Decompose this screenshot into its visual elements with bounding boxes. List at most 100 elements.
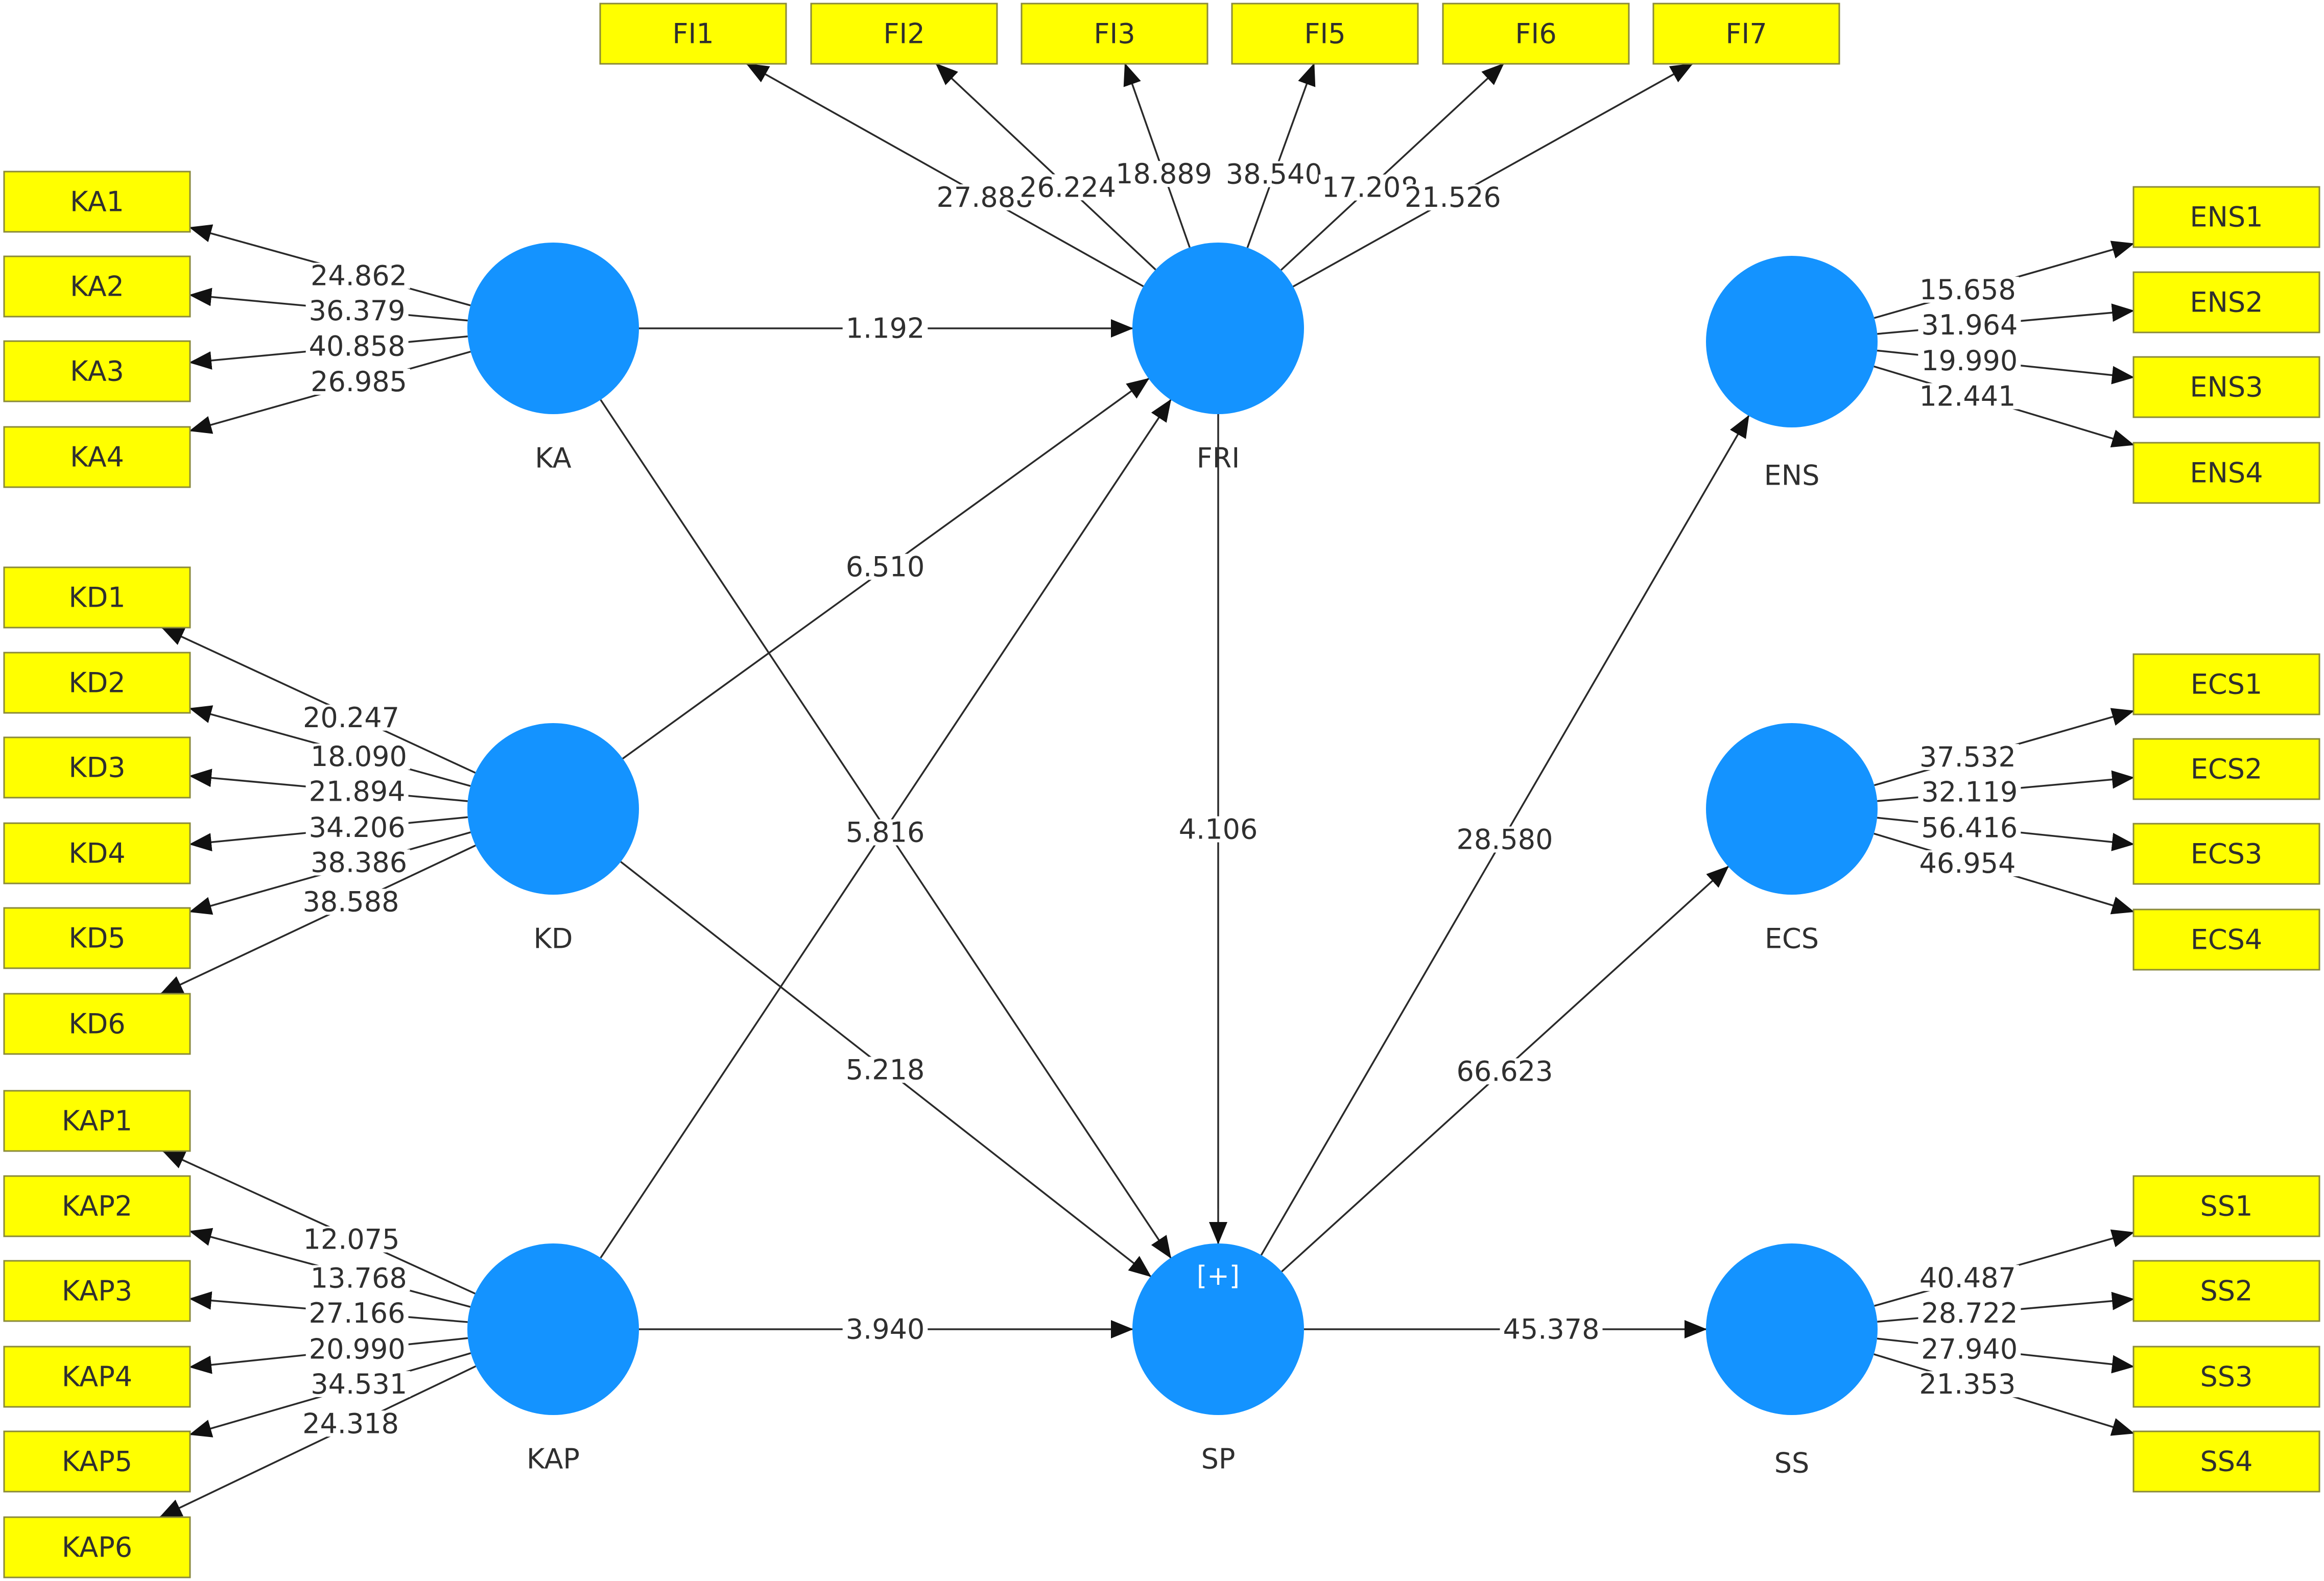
indicator-ecs2[interactable]: ECS2: [2132, 738, 2320, 800]
indicator-label: KD6: [68, 1008, 125, 1040]
indicator-ka4[interactable]: KA4: [3, 426, 191, 488]
indicator-label: KA1: [70, 186, 124, 218]
indicator-label: FI3: [1094, 18, 1135, 50]
indicator-kd2[interactable]: KD2: [3, 652, 191, 714]
indicator-fi6[interactable]: FI6: [1442, 3, 1630, 65]
indicator-label: KA2: [70, 271, 124, 303]
svg-text:15.658: 15.658: [1919, 274, 2016, 306]
svg-text:66.623: 66.623: [1457, 1056, 1553, 1088]
indicator-ka2[interactable]: KA2: [3, 255, 191, 318]
indicator-label: ENS3: [2190, 371, 2263, 403]
latent-ecs[interactable]: [1706, 723, 1878, 895]
weight-label-kd5: 38.386: [307, 846, 411, 878]
svg-text:28.580: 28.580: [1457, 824, 1553, 856]
weight-label-kd1: 20.247: [300, 702, 402, 734]
path-coefficient-ka-fri: 1.192: [842, 313, 928, 345]
indicator-label: KAP3: [62, 1275, 132, 1307]
latent-kd[interactable]: [467, 723, 639, 895]
indicator-label: KD5: [68, 922, 125, 954]
loading-edge-fi1: [746, 63, 1144, 288]
indicator-kd6[interactable]: KD6: [3, 993, 191, 1055]
indicator-kd5[interactable]: KD5: [3, 907, 191, 969]
svg-text:26.985: 26.985: [311, 366, 407, 398]
latent-sp[interactable]: [+]: [1132, 1243, 1304, 1415]
indicator-label: FI6: [1515, 18, 1556, 50]
weight-label-kap4: 20.990: [305, 1333, 409, 1365]
svg-text:36.379: 36.379: [309, 295, 406, 327]
indicator-kap4[interactable]: KAP4: [3, 1346, 191, 1408]
indicator-fi5[interactable]: FI5: [1231, 3, 1419, 65]
indicator-fi2[interactable]: FI2: [810, 3, 998, 65]
indicator-ss4[interactable]: SS4: [2132, 1430, 2320, 1493]
weight-label-ka1: 24.862: [307, 260, 410, 292]
weight-label-ka3: 40.858: [305, 330, 409, 363]
weight-label-kd6: 38.588: [299, 885, 402, 918]
loading-edge-kap1: [162, 1150, 476, 1295]
indicator-ens1[interactable]: ENS1: [2132, 186, 2320, 248]
weight-label-kap5: 34.531: [307, 1368, 411, 1400]
indicator-label: ECS2: [2191, 753, 2262, 785]
weight-label-fi7: 21.526: [1401, 181, 1504, 213]
svg-text:12.075: 12.075: [303, 1224, 400, 1256]
indicator-fi3[interactable]: FI3: [1021, 3, 1208, 65]
expand-badge[interactable]: [+]: [1197, 1261, 1240, 1291]
weight-label-ecs1: 37.532: [1916, 741, 2019, 773]
indicator-fi1[interactable]: FI1: [599, 3, 787, 65]
indicator-ens4[interactable]: ENS4: [2132, 442, 2320, 504]
svg-text:26.224: 26.224: [1019, 171, 1116, 203]
latent-ka[interactable]: [467, 243, 639, 414]
indicator-kap1[interactable]: KAP1: [3, 1090, 191, 1152]
latent-ss[interactable]: [1706, 1243, 1878, 1415]
latent-kap[interactable]: [467, 1243, 639, 1415]
svg-text:56.416: 56.416: [1921, 812, 2018, 844]
indicator-label: ENS1: [2190, 201, 2263, 233]
indicator-ss2[interactable]: SS2: [2132, 1260, 2320, 1322]
weight-label-ens4: 12.441: [1916, 380, 2019, 412]
svg-text:5.218: 5.218: [846, 1054, 925, 1086]
indicator-kap6[interactable]: KAP6: [3, 1516, 191, 1578]
indicator-kd4[interactable]: KD4: [3, 822, 191, 884]
indicator-kd1[interactable]: KD1: [3, 566, 191, 629]
indicator-kd3[interactable]: KD3: [3, 736, 191, 799]
weight-label-ens2: 31.964: [1918, 309, 2021, 341]
indicator-kap5[interactable]: KAP5: [3, 1430, 191, 1493]
indicator-ecs4[interactable]: ECS4: [2132, 908, 2320, 971]
svg-text:24.318: 24.318: [302, 1407, 399, 1440]
weight-label-fi2: 26.224: [1016, 171, 1120, 203]
path-coefficient-sp-ss: 45.378: [1500, 1313, 1603, 1346]
svg-text:4.106: 4.106: [1179, 813, 1258, 846]
svg-text:3.940: 3.940: [846, 1313, 925, 1346]
svg-text:34.206: 34.206: [309, 811, 406, 844]
svg-text:37.532: 37.532: [1919, 741, 2016, 773]
svg-text:45.378: 45.378: [1503, 1313, 1600, 1346]
latent-fri[interactable]: [1132, 243, 1304, 414]
indicator-label: KAP2: [62, 1190, 132, 1223]
weight-label-kap3: 27.166: [305, 1297, 409, 1329]
svg-text:20.247: 20.247: [303, 702, 399, 734]
svg-text:21.353: 21.353: [1919, 1368, 2015, 1400]
indicator-ecs3[interactable]: ECS3: [2132, 823, 2320, 885]
indicator-ens2[interactable]: ENS2: [2132, 271, 2320, 333]
indicator-ens3[interactable]: ENS3: [2132, 356, 2320, 418]
indicator-ka3[interactable]: KA3: [3, 340, 191, 402]
indicator-kap3[interactable]: KAP3: [3, 1260, 191, 1322]
indicator-fi7[interactable]: FI7: [1652, 3, 1840, 65]
indicator-ss1[interactable]: SS1: [2132, 1175, 2320, 1237]
indicator-kap2[interactable]: KAP2: [3, 1175, 191, 1237]
indicator-ss3[interactable]: SS3: [2132, 1346, 2320, 1408]
indicator-label: FI1: [672, 18, 714, 50]
svg-text:12.441: 12.441: [1919, 380, 2015, 412]
indicator-label: KD3: [68, 752, 125, 784]
indicator-ecs1[interactable]: ECS1: [2132, 653, 2320, 715]
latent-label-ecs: ECS: [1765, 923, 1819, 955]
indicator-label: FI2: [883, 18, 924, 50]
svg-text:27.940: 27.940: [1921, 1333, 2018, 1366]
latent-ens[interactable]: [1706, 256, 1878, 427]
indicator-ka1[interactable]: KA1: [3, 171, 191, 233]
indicator-label: FI5: [1304, 18, 1345, 50]
indicator-label: KD1: [68, 582, 125, 614]
path-coefficient-kap-fri: 5.816: [842, 817, 928, 849]
weight-label-ens3: 19.990: [1918, 345, 2021, 377]
